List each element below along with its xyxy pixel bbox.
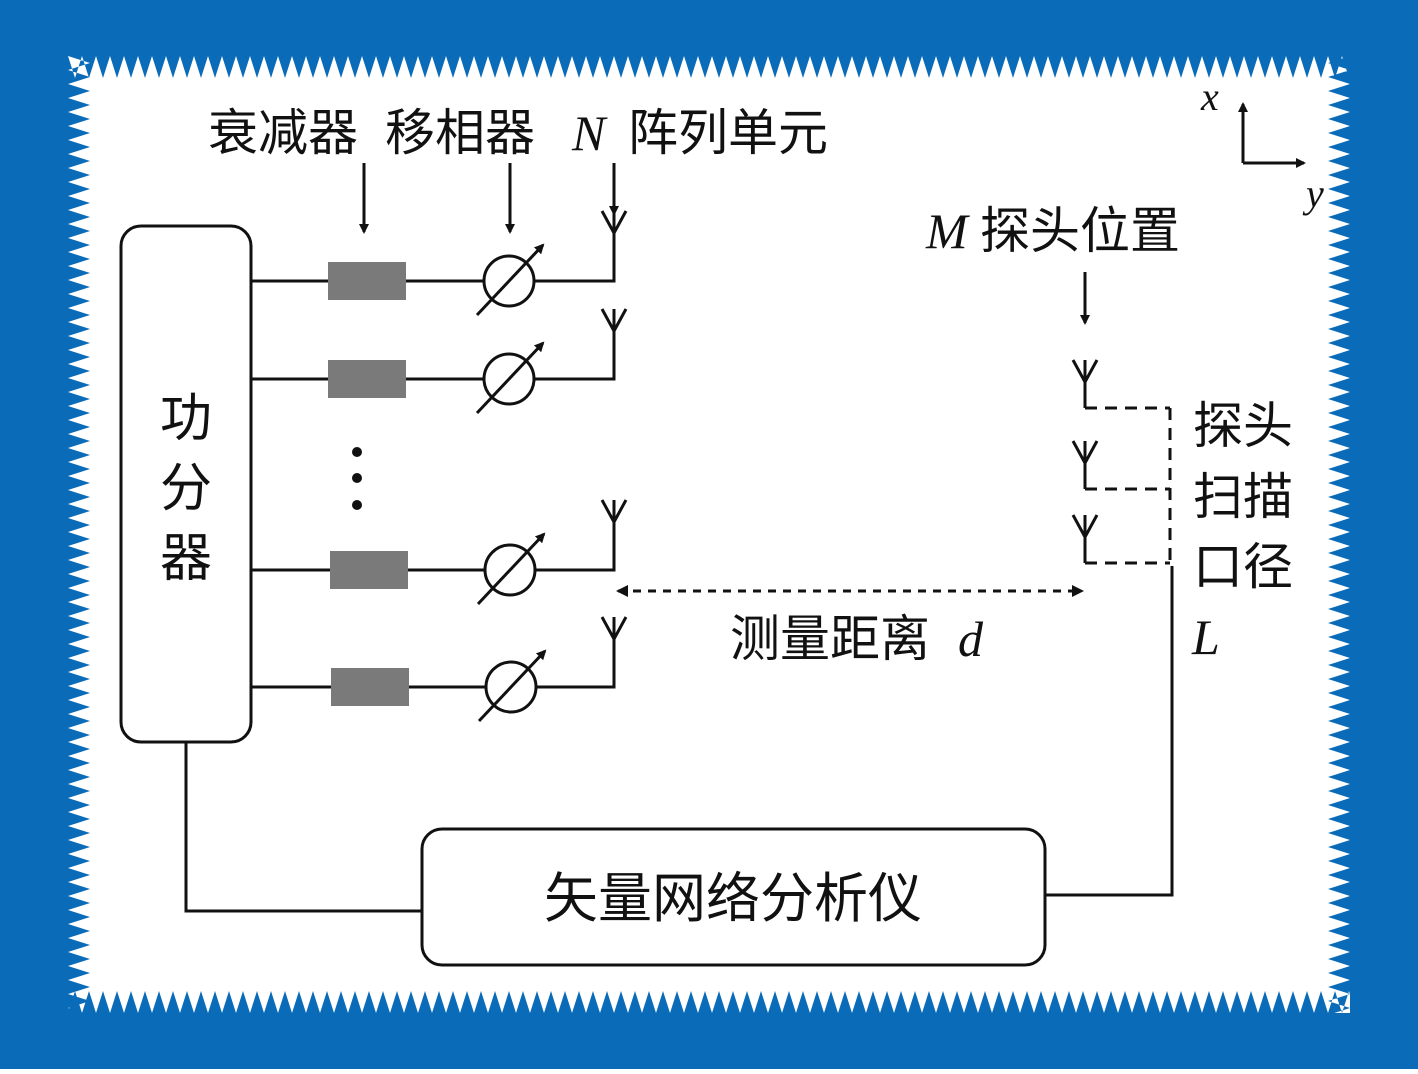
antenna-icon [600, 499, 628, 544]
element-feed-line [535, 544, 616, 572]
probe-antenna-icon [1071, 359, 1099, 404]
antenna-icon [600, 308, 628, 353]
array-branch-2 [251, 308, 628, 415]
scan-aperture-label-3: 口径 [1193, 538, 1293, 596]
vna-label: 矢量网络分析仪 [544, 867, 922, 930]
probe-to-vna-cable [1045, 566, 1174, 897]
component-labels: 衰减器 移相器 N 阵列单元 [208, 104, 828, 234]
probe-antenna-icon [1071, 440, 1099, 485]
measurement-distance: 测量距离 d [616, 585, 1084, 668]
phase-shifter-label: 移相器 [385, 104, 535, 162]
power-divider-label-3: 器 [160, 529, 212, 589]
distance-symbol: d [958, 611, 984, 667]
power-divider: 功 分 器 [119, 224, 253, 744]
probe-position-2 [1071, 440, 1170, 491]
array-branch-3 [251, 499, 628, 606]
axis-indicator: x y [1200, 74, 1324, 216]
scan-aperture-label-1: 探头 [1193, 397, 1293, 455]
probe-position-label-group: M 探头位置 [925, 202, 1180, 325]
array-branch-1 [251, 210, 628, 317]
probe-positions [1071, 359, 1170, 565]
vna-box [420, 827, 1047, 967]
probe-count-symbol: M [925, 203, 970, 259]
scan-aperture: 探头 扫描 口径 L [1168, 397, 1293, 665]
distance-label: 测量距离 [730, 610, 930, 668]
branch-ellipsis [352, 447, 362, 510]
scan-aperture-label-2: 扫描 [1193, 468, 1293, 526]
element-feed-line [536, 661, 616, 689]
array-branches [251, 210, 628, 723]
probe-position-3 [1071, 514, 1170, 565]
axis-x-label: x [1200, 74, 1219, 119]
array-element-label: 阵列单元 [628, 104, 828, 162]
ellipsis-dot [352, 473, 362, 483]
aperture-symbol: L [1191, 609, 1220, 665]
attenuator-label: 衰减器 [208, 104, 358, 162]
array-branch-4 [251, 616, 628, 723]
phase-shifter-icon [477, 649, 547, 723]
ellipsis-dot [352, 447, 362, 457]
ellipsis-dot [352, 500, 362, 510]
vector-network-analyzer: 矢量网络分析仪 [420, 827, 1047, 967]
probe-position-1 [1071, 359, 1170, 410]
phase-shifter-icon [475, 243, 545, 317]
element-feed-line [534, 353, 616, 381]
power-divider-label-2: 分 [160, 459, 212, 519]
antenna-icon [600, 210, 628, 255]
attenuator-icon [328, 360, 406, 398]
element-feed-line [534, 255, 616, 283]
attenuator-icon [330, 551, 408, 589]
probe-antenna-icon [1071, 514, 1099, 559]
attenuator-icon [331, 668, 409, 706]
probe-position-label: 探头位置 [980, 202, 1180, 260]
attenuator-icon [328, 262, 406, 300]
axis-y-label: y [1302, 171, 1324, 216]
power-divider-label-1: 功 [160, 389, 212, 449]
antenna-icon [600, 616, 628, 661]
array-count-symbol: N [571, 105, 608, 161]
divider-to-vna-cable [184, 742, 422, 913]
